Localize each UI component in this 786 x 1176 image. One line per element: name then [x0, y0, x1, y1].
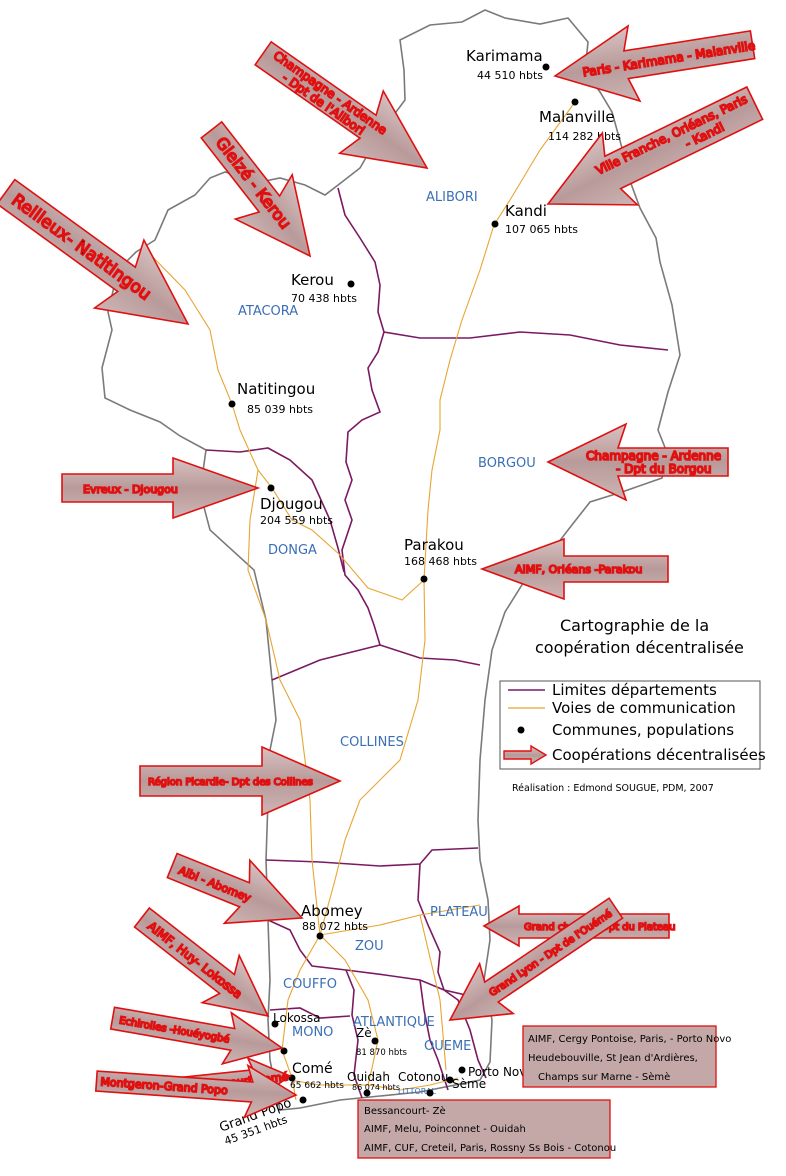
city-name-seme: Sème [452, 1077, 486, 1091]
city-name-natitingou: Natitingou [237, 380, 315, 398]
coop-arrow-champagne-alibori: Champagne - Ardenne - Dpt de l'Alibori [254, 40, 429, 170]
city-dot-houeyogbe [280, 1047, 288, 1055]
coop-label-evreux: Evreux - Djougou [83, 483, 178, 496]
city-dot-porto-novo [458, 1066, 466, 1074]
coop-label-champagne-borgou-2: - Dpt du Borgou [616, 462, 711, 476]
legend-swatch-coop [503, 744, 548, 766]
legend-label-communes: Communes, populations [552, 721, 734, 739]
box-atlantique-line-2: AIMF, Melu, Poinconnet - Ouidah [364, 1124, 526, 1135]
city-name-ouidah: Ouidah [347, 1070, 390, 1084]
coop-arrow-gleize: Gleizé - Kerou [200, 120, 312, 258]
coop-arrow-echirolles: Echirolles -Houéyogbé [109, 1006, 284, 1066]
city-pop-kerou: 70 438 hbts [291, 292, 357, 305]
dept-label-collines: COLLINES [340, 735, 404, 750]
city-dot-seme [446, 1076, 454, 1084]
city-name-karimama: Karimama [466, 47, 543, 65]
coop-arrow-picardie: Région Picardie- Dpt des Collines [139, 745, 343, 817]
dept-label-couffo: COUFFO [283, 977, 337, 992]
city-pop-ze: 81 870 hbts [356, 1048, 408, 1058]
legend-label-roads: Voies de communication [552, 699, 736, 717]
city-name-abomey: Abomey [301, 902, 363, 920]
box-atlantique-line-3: AIMF, CUF, Creteil, Paris, Rossny Ss Boi… [364, 1143, 616, 1154]
city-dot-kerou [347, 280, 355, 288]
dept-label-alibori: ALIBORI [426, 190, 478, 205]
city-name-lokossa: Lokossa [273, 1011, 321, 1025]
city-dot-ze [371, 1037, 379, 1045]
coop-label-aimf-lokossa: AIMF, Huy- Lokossa [145, 919, 245, 1001]
city-pop-malanville: 114 282 hbts [548, 130, 621, 143]
coop-arrow-montgeron: Montgeron-Grand Popo [94, 1063, 298, 1120]
coop-arrow-evreux: Evreux - Djougou [61, 456, 261, 520]
box-porto-novo-line-1: AIMF, Cergy Pontoise, Paris, - Porto Nov… [528, 1034, 731, 1045]
dept-label-oueme: OUEME [424, 1039, 471, 1054]
city-pop-ouidah: 86 074 hbts [352, 1083, 400, 1092]
cooperation-arrows: Paris - Karimama - Malanville Champagne … [0, 24, 764, 1120]
map-title-line-2: coopération décentralisée [535, 638, 744, 657]
department-limits [205, 187, 669, 1099]
coop-arrow-karimama: Paris - Karimama - Malanville [553, 24, 757, 103]
city-dot-karimama [542, 63, 550, 71]
map-title-line-1: Cartographie de la [560, 616, 709, 635]
coop-label-picardie: Région Picardie- Dpt des Collines [148, 776, 313, 788]
box-porto-novo-line-2: Heudebouville, St Jean d'Ardières, [528, 1052, 698, 1064]
coop-arrow-champagne-borgou: Champagne - Ardenne - Dpt du Borgou [546, 422, 729, 502]
coop-arrow-rellieux: Rellieux- Natitingou [0, 178, 190, 326]
city-dot-grand-popo [299, 1096, 307, 1104]
city-name-cotonou: Cotonou [398, 1070, 448, 1084]
city-pop-come: 65 662 hbts [290, 1081, 344, 1091]
city-dots [228, 63, 579, 1104]
department-labels: ALIBORI ATACORA BORGOU DONGA COLLINES PL… [238, 190, 536, 1096]
coop-label-aimf-parakou: AIMF, Orléans -Parakou [515, 563, 642, 576]
info-box-atlantique: Bessancourt- Zè AIMF, Melu, Poinconnet -… [357, 1099, 616, 1159]
city-dot-kandi [491, 220, 499, 228]
city-pop-abomey: 88 072 hbts [302, 920, 368, 933]
city-dot-ouidah [363, 1089, 371, 1097]
coop-label-rellieux: Rellieux- Natitingou [8, 190, 155, 304]
city-pop-djougou: 204 559 hbts [260, 514, 333, 527]
dept-label-atlantique: ATLANTIQUE [353, 1015, 435, 1030]
box-porto-novo-line-3: Champs sur Marne - Sèmè [538, 1071, 670, 1083]
city-pop-parakou: 168 468 hbts [404, 555, 477, 568]
country-border [101, 9, 681, 1111]
legend-swatch-communes [517, 726, 525, 734]
city-dot-natitingou [228, 400, 236, 408]
city-name-kerou: Kerou [291, 271, 334, 289]
city-name-parakou: Parakou [404, 536, 464, 554]
legend: Limites départements Voies de communicat… [499, 680, 766, 770]
legend-label-limits: Limites départements [552, 681, 717, 699]
city-dot-parakou [420, 575, 428, 583]
city-name-ze: Zè [356, 1026, 372, 1040]
dept-label-plateau: PLATEAU [430, 905, 488, 920]
city-dot-cotonou [426, 1089, 434, 1097]
info-box-porto-novo: AIMF, Cergy Pontoise, Paris, - Porto Nov… [522, 1025, 731, 1088]
city-name-malanville: Malanville [539, 108, 615, 126]
city-dot-lokossa [271, 1020, 279, 1028]
city-dot-djougou [267, 484, 275, 492]
dept-label-donga: DONGA [268, 543, 317, 558]
city-name-porto-novo: Porto Novo [468, 1065, 534, 1079]
dept-label-atacora: ATACORA [238, 304, 298, 319]
coop-arrow-aimf-parakou: AIMF, Orléans -Parakou [479, 537, 669, 601]
city-dot-malanville [571, 98, 579, 106]
map-title: Cartographie de la coopération décentral… [535, 616, 744, 657]
city-pop-kandi: 107 065 hbts [505, 223, 578, 236]
dept-label-littoral: LITTORAL [398, 1087, 436, 1096]
city-name-djougou: Djougou [260, 495, 323, 513]
credit-text: Réalisation : Edmond SOUGUE, PDM, 2007 [512, 783, 714, 794]
city-pop-natitingou: 85 039 hbts [247, 403, 313, 416]
dept-label-borgou: BORGOU [478, 456, 536, 471]
coop-label-champagne-alibori-1: Champagne - Ardenne [271, 48, 390, 137]
dept-label-mono: MONO [292, 1025, 333, 1040]
city-name-kandi: Kandi [505, 202, 547, 220]
dept-label-zou: ZOU [355, 939, 384, 954]
city-pop-karimama: 44 510 hbts [477, 69, 543, 82]
coop-arrow-ville-franche: Ville Franche, Orléans, Paris - Kandi [546, 85, 764, 206]
coop-label-champagne-borgou-1: Champagne - Ardenne [586, 449, 721, 463]
legend-label-coop: Coopérations décentralisées [552, 746, 766, 764]
city-name-come: Comé [292, 1061, 333, 1077]
box-atlantique-line-1: Bessancourt- Zè [364, 1105, 446, 1117]
city-dot-abomey [316, 932, 324, 940]
